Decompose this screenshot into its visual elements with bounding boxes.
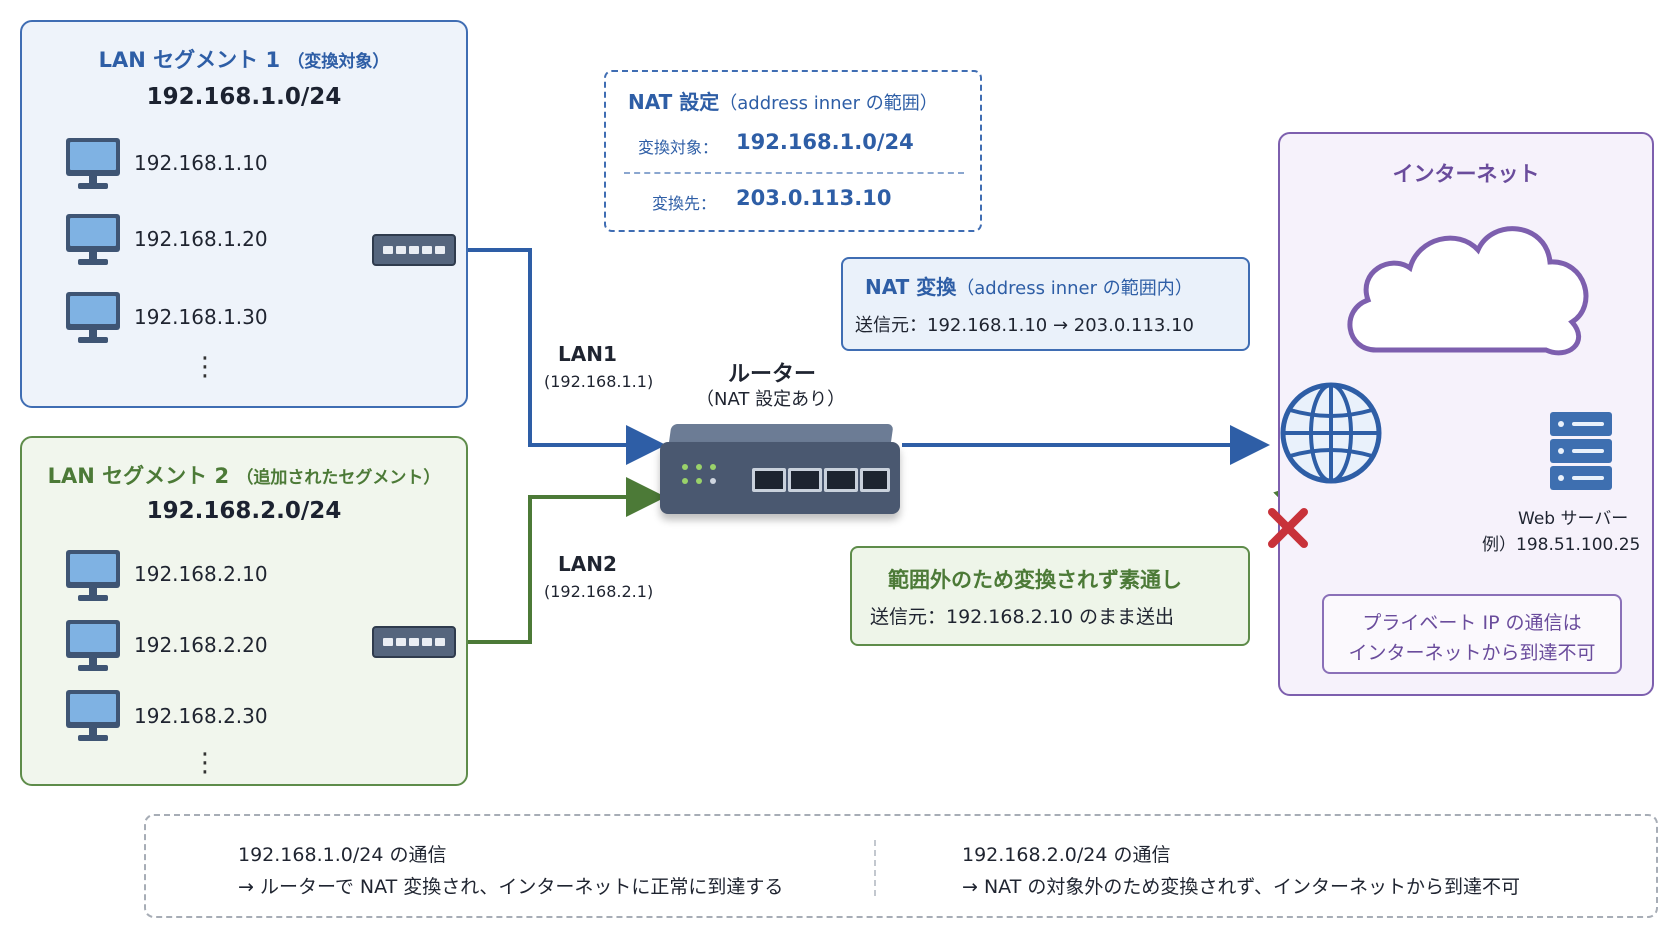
nat-config-divider bbox=[624, 172, 964, 174]
host-ip-label: 192.168.1.10 bbox=[134, 151, 268, 175]
private-ip-note-line1: プライベート IP の通信は bbox=[1362, 612, 1582, 634]
router-subtitle: （NAT 設定あり） bbox=[696, 389, 846, 410]
host-ip-label: 192.168.1.20 bbox=[134, 227, 268, 251]
bypass-detail: 送信元：192.168.2.10 のまま送出 bbox=[870, 606, 1174, 628]
private-ip-note-line2: インターネットから到達不可 bbox=[1348, 642, 1596, 664]
lan1-label: LAN1 bbox=[558, 342, 617, 366]
cloud-icon bbox=[1347, 226, 1589, 356]
blocked-x-icon bbox=[1268, 508, 1308, 548]
legend-item1-title: 192.168.1.0/24 の通信 bbox=[238, 844, 447, 866]
segment2-network: 192.168.2.0/24 bbox=[146, 498, 342, 524]
legend-item1-desc: → ルーターで NAT 変換され、インターネットに正常に到達する bbox=[238, 876, 784, 898]
nat-conversion-detail: 送信元：192.168.1.10 → 203.0.113.10 bbox=[855, 315, 1194, 336]
lan1-ip-label: (192.168.1.1) bbox=[544, 372, 654, 391]
bypass-box: 範囲外のため変換されず素通し 送信元：192.168.2.10 のまま送出 bbox=[850, 546, 1250, 646]
host-ip-label: 192.168.2.10 bbox=[134, 562, 268, 586]
bypass-title: 範囲外のため変換されず素通し bbox=[888, 568, 1182, 592]
pc-icon bbox=[66, 620, 120, 672]
server-icon bbox=[1550, 412, 1612, 492]
nat-conversion-title: NAT 変換（address inner の範囲内） bbox=[865, 275, 1193, 299]
lan2-ip-label: (192.168.2.1) bbox=[544, 582, 654, 601]
web-server-example: 例）198.51.100.25 bbox=[1482, 535, 1641, 555]
nat-config-box: NAT 設定（address inner の範囲） 変換対象： 192.168.… bbox=[604, 70, 982, 232]
legend-item2-title: 192.168.2.0/24 の通信 bbox=[962, 844, 1171, 866]
lan2-label: LAN2 bbox=[558, 552, 617, 576]
globe-icon bbox=[1280, 382, 1382, 484]
nat-target-label: 変換対象： bbox=[638, 138, 719, 157]
more-hosts-ellipsis: ⋮ bbox=[192, 352, 218, 382]
lan2-path bbox=[456, 477, 666, 644]
pc-icon bbox=[66, 138, 120, 190]
legend-divider bbox=[874, 840, 876, 896]
legend-item2-desc: → NAT の対象外のため変換されず、インターネットから到達不可 bbox=[962, 876, 1521, 898]
pc-icon bbox=[66, 690, 120, 742]
switch-icon bbox=[372, 626, 456, 658]
private-ip-note: プライベート IP の通信は インターネットから到達不可 bbox=[1322, 594, 1622, 674]
internet-title: インターネット bbox=[1392, 162, 1540, 186]
host-ip-label: 192.168.2.30 bbox=[134, 704, 268, 728]
lan-segment-2-panel: LAN セグメント 2 （追加されたセグメント） 192.168.2.0/24 … bbox=[20, 436, 468, 786]
segment1-network: 192.168.1.0/24 bbox=[146, 84, 342, 110]
web-server-label: Web サーバー bbox=[1518, 509, 1629, 529]
segment2-title: LAN セグメント 2 （追加されたセグメント） bbox=[47, 464, 441, 488]
nat-conversion-box: NAT 変換（address inner の範囲内） 送信元：192.168.1… bbox=[841, 257, 1250, 351]
lan1-path bbox=[456, 248, 666, 465]
switch-icon bbox=[372, 234, 456, 266]
pc-icon bbox=[66, 214, 120, 266]
nat-dest-value: 203.0.113.10 bbox=[736, 186, 892, 210]
router-icon bbox=[660, 424, 906, 518]
host-ip-label: 192.168.2.20 bbox=[134, 633, 268, 657]
host-ip-label: 192.168.1.30 bbox=[134, 305, 268, 329]
legend-box: 192.168.1.0/24 の通信 → ルーターで NAT 変換され、インター… bbox=[144, 814, 1658, 918]
pc-icon bbox=[66, 550, 120, 602]
nat-config-title: NAT 設定（address inner の範囲） bbox=[628, 90, 938, 114]
router-title: ルーター bbox=[728, 362, 817, 387]
lan-segment-1-panel: LAN セグメント 1 （変換対象） 192.168.1.0/24 192.16… bbox=[20, 20, 468, 408]
pc-icon bbox=[66, 292, 120, 344]
more-hosts-ellipsis: ⋮ bbox=[192, 748, 218, 778]
nat-dest-label: 変換先： bbox=[652, 194, 717, 213]
segment1-title: LAN セグメント 1 （変換対象） bbox=[98, 48, 390, 72]
nat-target-value: 192.168.1.0/24 bbox=[736, 130, 914, 154]
